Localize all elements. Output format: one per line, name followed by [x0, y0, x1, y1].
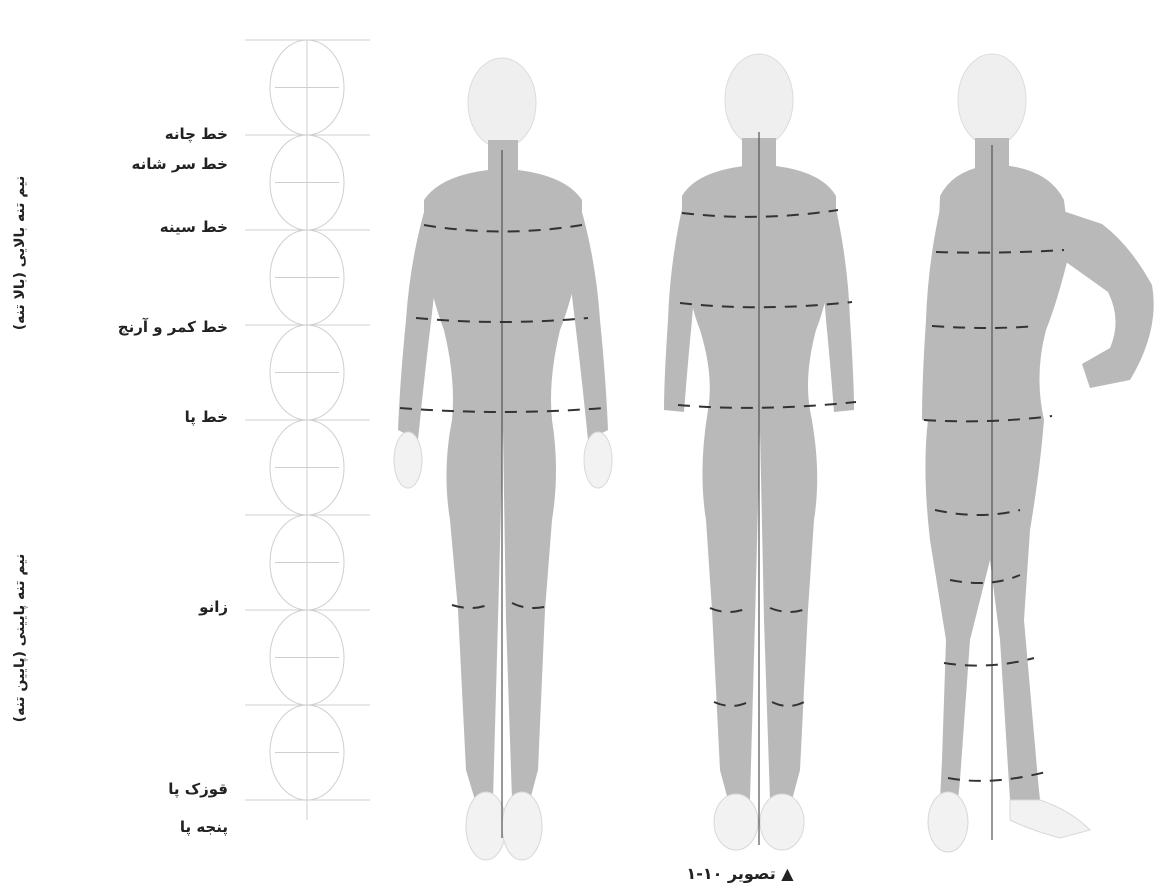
- figure-caption: ▲ تصویر ۱۰-۱: [640, 864, 840, 883]
- figure-back-view: [664, 54, 856, 850]
- figure-front-view: [394, 58, 612, 860]
- head-proportion-guide: [245, 40, 370, 820]
- figure-three-quarter-view: [922, 54, 1154, 852]
